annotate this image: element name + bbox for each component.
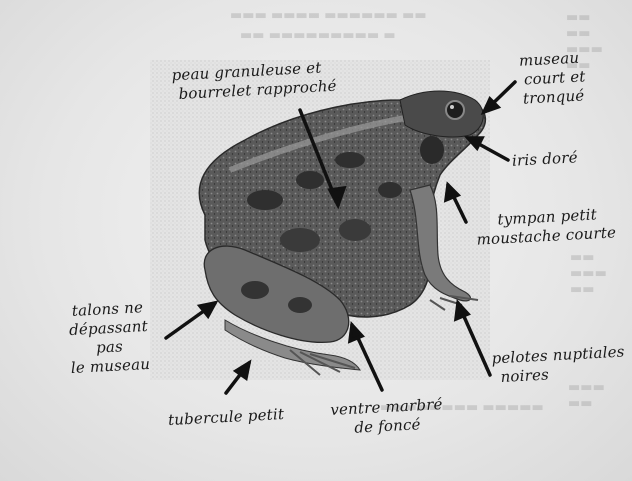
tympanum	[420, 136, 444, 164]
label-tympan: tympan petit moustache courte	[475, 204, 616, 249]
label-snout-line-3: tronqué	[521, 86, 587, 108]
label-belly: ventre marbré de foncé	[321, 395, 453, 440]
label-heels: talons ne dépassant pas le museau	[52, 297, 166, 379]
label-heels-line-2: dépassant pas	[53, 316, 165, 360]
label-iris: iris doré	[512, 148, 579, 170]
eye	[446, 101, 464, 119]
label-pads: pelotes nuptiales noires	[491, 343, 626, 388]
label-snout: museau court et tronqué	[519, 48, 587, 108]
label-iris-line-1: iris doré	[512, 148, 579, 170]
